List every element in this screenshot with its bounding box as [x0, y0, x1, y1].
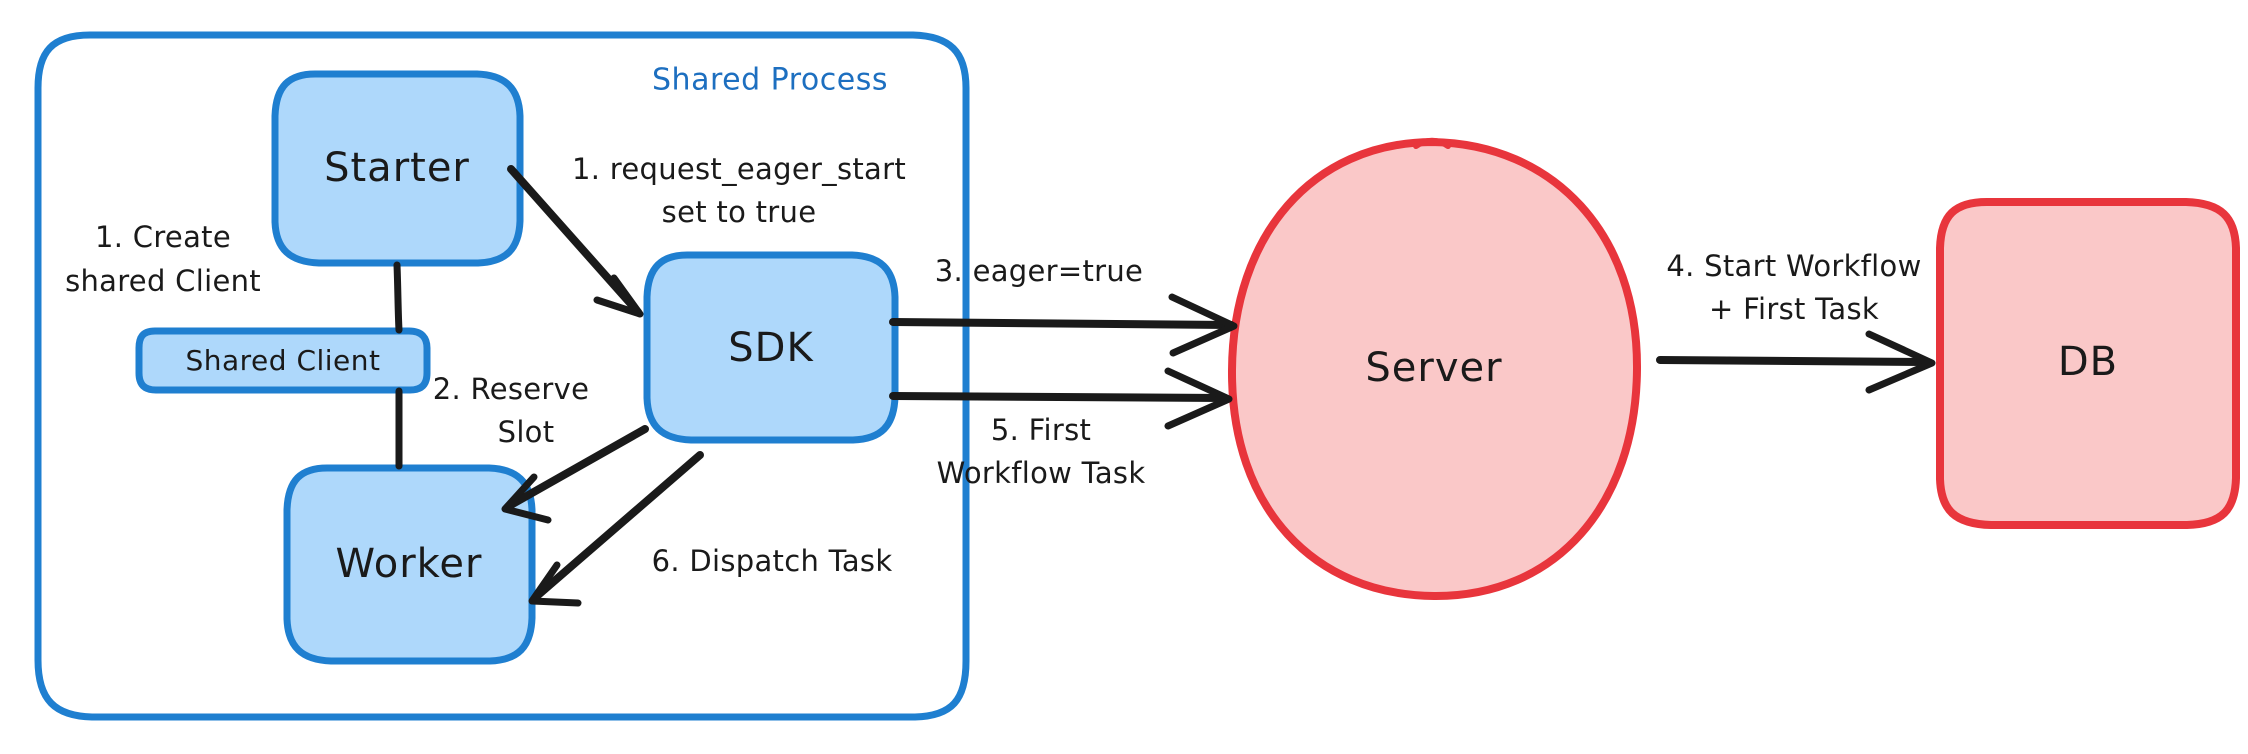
edge-label-line: 1. Create [95, 220, 231, 254]
node-server-label: Server [1365, 345, 1502, 391]
node-sdk-label: SDK [728, 325, 814, 371]
edge-label-line: 6. Dispatch Task [652, 544, 893, 578]
edge-server-to-db: 4. Start Workflow + First Task [1656, 249, 1936, 394]
node-starter-label: Starter [324, 145, 470, 191]
edge-starter-sharedclient-worker [393, 261, 403, 470]
edge-sdk-to-server-eager: 3. eager=true [889, 254, 1238, 357]
edge-label-create-shared-client: 1. Create shared Client [65, 220, 261, 298]
node-db-label: DB [2058, 339, 2118, 385]
node-shared-client-label: Shared Client [185, 344, 380, 377]
edge-label-line: 3. eager=true [935, 254, 1143, 288]
node-starter[interactable]: Starter [271, 70, 524, 267]
edge-label-line: 5. First [991, 413, 1091, 447]
node-server[interactable]: Server [1227, 137, 1642, 601]
edge-starter-to-sdk: 1. request_eager_start set to true [507, 152, 906, 318]
edge-sdk-to-worker-reserve: 2. Reserve Slot [433, 372, 649, 524]
edge-sdk-to-worker-dispatch: 6. Dispatch Task [528, 451, 893, 607]
edge-label-line: shared Client [65, 264, 261, 298]
edge-label-line: Slot [498, 415, 555, 449]
shared-process-group: Shared Process [34, 31, 970, 721]
edge-label-line: Workflow Task [937, 456, 1146, 490]
shared-process-title: Shared Process [652, 63, 888, 98]
node-worker-label: Worker [336, 541, 483, 587]
edge-label-line: 2. Reserve [433, 372, 589, 406]
edge-label-line: 1. request_eager_start [572, 152, 906, 186]
edge-label-line: + First Task [1709, 292, 1879, 326]
edge-server-to-sdk-firsttask: 5. First Workflow Task [889, 367, 1233, 490]
node-sdk[interactable]: SDK [643, 251, 899, 444]
node-shared-client[interactable]: Shared Client [135, 327, 431, 394]
node-db[interactable]: DB [1936, 197, 2240, 529]
edge-label-line: 4. Start Workflow [1666, 249, 1921, 283]
node-worker[interactable]: Worker [283, 464, 536, 665]
edge-label-line: set to true [662, 195, 817, 229]
